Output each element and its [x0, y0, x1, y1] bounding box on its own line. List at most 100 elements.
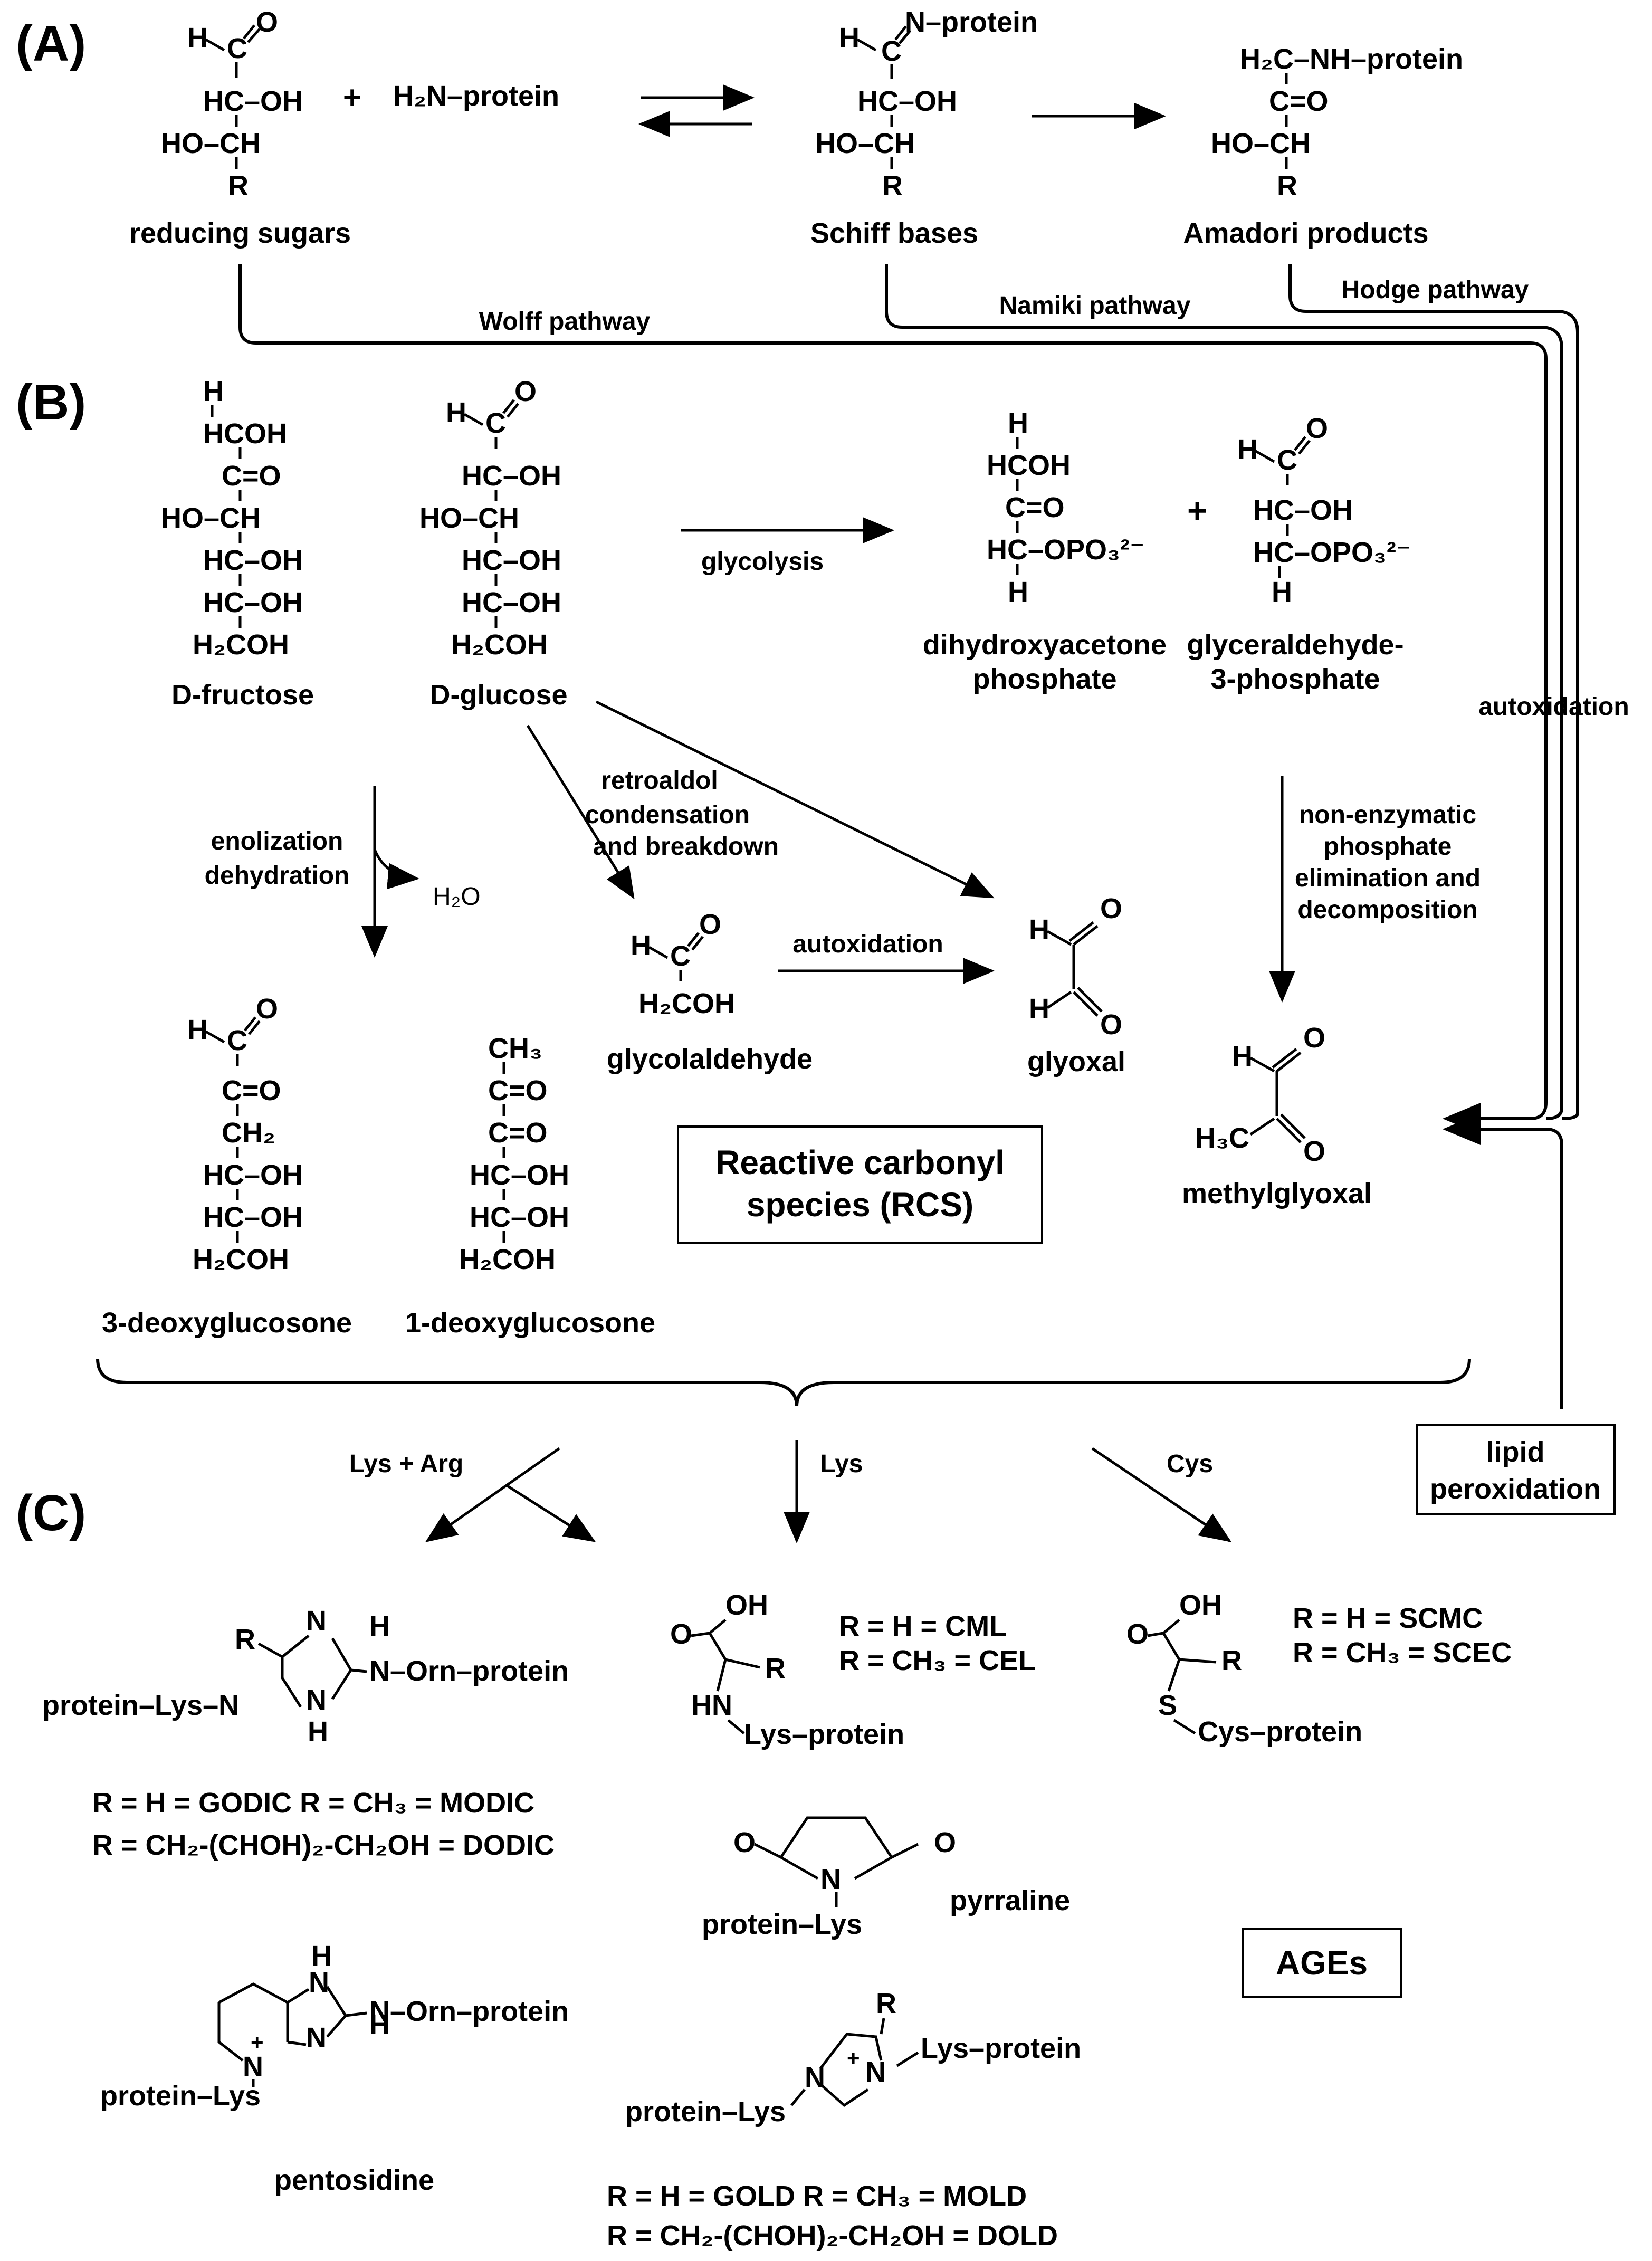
svg-text:HC–OPO₃²⁻: HC–OPO₃²⁻	[1253, 537, 1411, 568]
lys-arg-arrow-left	[425, 1447, 560, 1542]
d-glucose-label: D-glucose	[429, 679, 567, 711]
godic-definitions: R = H = GODIC R = CH₃ = MODIC R = CH₂-(C…	[92, 1787, 555, 1861]
svg-text:OH: OH	[1179, 1589, 1222, 1621]
svg-text:C=O: C=O	[1269, 85, 1329, 117]
retroaldol-label: retroaldol condensation and breakdown	[585, 767, 779, 861]
gold-definitions: R = H = GOLD R = CH₃ = MOLD R = CH₂-(CHO…	[607, 2180, 1058, 2252]
rcs-curly-brace	[96, 1358, 1471, 1407]
cml-structure: OH O R HN Lys–protein	[670, 1589, 904, 1750]
svg-text:protein–Lys–N: protein–Lys–N	[42, 1690, 239, 1721]
svg-text:O: O	[514, 376, 537, 407]
svg-text:R: R	[1221, 1645, 1242, 1676]
svg-text:N: N	[820, 1864, 841, 1895]
svg-text:H: H	[1029, 914, 1049, 946]
svg-text:N: N	[865, 2056, 886, 2088]
svg-text:phosphate: phosphate	[1324, 833, 1452, 861]
svg-text:C: C	[227, 1025, 247, 1056]
lys-arg-label: Lys + Arg	[349, 1450, 464, 1478]
schiff-base-structure: H C N–protein HC–OH HO–CH R	[815, 6, 1038, 202]
water-loss-arrow	[373, 849, 419, 890]
g3p-label-1: glyceraldehyde-	[1187, 629, 1403, 661]
svg-text:HC–OH: HC–OH	[203, 1201, 303, 1233]
svg-text:H₂COH: H₂COH	[638, 988, 735, 1019]
svg-text:+: +	[251, 2030, 264, 2055]
svg-text:HC–OH: HC–OH	[462, 460, 561, 492]
svg-text:protein–Lys: protein–Lys	[100, 2080, 261, 2112]
water-label: H₂O	[433, 883, 481, 911]
svg-text:R = CH₂-(CHOH)₂-CH₂OH = DODIC: R = CH₂-(CHOH)₂-CH₂OH = DODIC	[92, 1829, 555, 1861]
svg-text:H: H	[369, 2009, 390, 2040]
rcs-box	[677, 1125, 1043, 1244]
svg-text:C: C	[670, 940, 691, 972]
svg-text:O: O	[733, 1827, 756, 1858]
svg-text:HC–OH: HC–OH	[857, 85, 957, 117]
svg-text:H: H	[446, 397, 466, 428]
section-c-label: (C)	[16, 1485, 86, 1541]
svg-text:O: O	[1100, 893, 1122, 924]
svg-text:O: O	[1126, 1618, 1149, 1650]
3-deoxyglucosone-label: 3-deoxyglucosone	[102, 1307, 352, 1339]
svg-text:H: H	[839, 22, 860, 54]
lipid-peroxidation-arrow	[1443, 1113, 1563, 1409]
svg-text:HO–CH: HO–CH	[161, 502, 261, 534]
cml-definitions: R = H = CML R = CH₃ = CEL	[839, 1610, 1036, 1676]
plus-sign: +	[343, 80, 361, 115]
cys-arrow	[1091, 1447, 1232, 1542]
svg-text:Lys–protein: Lys–protein	[921, 2033, 1081, 2064]
section-a-label: (A)	[16, 15, 86, 72]
svg-text:HC–OPO₃²⁻: HC–OPO₃²⁻	[987, 534, 1145, 566]
glycolaldehyde-structure: H C O H₂COH	[631, 909, 735, 1019]
svg-text:H₂C–NH–protein: H₂C–NH–protein	[1240, 43, 1463, 75]
svg-text:R = H = CML: R = H = CML	[839, 1610, 1007, 1642]
svg-text:Lys–protein: Lys–protein	[744, 1719, 904, 1750]
svg-text:H: H	[311, 1940, 332, 1972]
svg-text:C: C	[881, 35, 902, 67]
scmc-definitions: R = H = SCMC R = CH₃ = SCEC	[1293, 1602, 1512, 1668]
d-fructose-label: D-fructose	[171, 679, 314, 711]
methylglyoxal-label: methylglyoxal	[1182, 1178, 1372, 1209]
pentosidine-structure: H N N H N–Orn–protein + N protein–Lys	[100, 1940, 569, 2112]
svg-text:HC–OH: HC–OH	[203, 545, 303, 576]
schiff-bases-label: Schiff bases	[810, 217, 978, 249]
svg-text:N: N	[306, 2022, 327, 2054]
lys-arg-arrow-right	[505, 1484, 596, 1542]
svg-text:and breakdown: and breakdown	[593, 833, 779, 861]
svg-text:R = H = GOLD R = CH₃ = M: R = H = GOLD R = CH₃ = MOLD	[607, 2180, 1027, 2212]
svg-text:O: O	[256, 993, 278, 1025]
svg-text:H₂COH: H₂COH	[193, 629, 289, 661]
autoxidation-label: autoxidation	[1478, 693, 1629, 721]
svg-text:R: R	[765, 1653, 786, 1684]
svg-text:O: O	[934, 1827, 956, 1858]
svg-text:N–Orn–protein: N–Orn–protein	[369, 1655, 569, 1687]
reducing-sugar-structure: H C O HC–OH HO–CH R	[161, 6, 303, 202]
svg-text:H: H	[1237, 434, 1258, 465]
svg-text:N: N	[309, 1967, 329, 1998]
nonenzymatic-label: non-enzymatic phosphate elimination and …	[1295, 801, 1481, 924]
svg-text:Cys–protein: Cys–protein	[1198, 1716, 1362, 1748]
namiki-pathway-line	[885, 264, 1563, 1120]
svg-text:HN: HN	[691, 1690, 732, 1721]
glycolaldehyde-label: glycolaldehyde	[607, 1043, 813, 1075]
svg-text:O: O	[1100, 1009, 1122, 1041]
1-deoxyglucosone-structure: CH₃ C=O C=O HC–OH HC–OH H₂COH	[459, 1033, 569, 1275]
svg-text:H: H	[1232, 1041, 1253, 1072]
dhap-label-2: phosphate	[972, 663, 1116, 695]
svg-text:HC–OH: HC–OH	[462, 587, 561, 618]
glycolysis-label: glycolysis	[701, 548, 824, 576]
svg-text:elimination and: elimination and	[1295, 864, 1481, 892]
svg-text:R = CH₂-(CHOH)₂-CH₂OH = DOLD: R = CH₂-(CHOH)₂-CH₂OH = DOLD	[607, 2220, 1058, 2252]
svg-text:O: O	[256, 6, 278, 38]
svg-text:C: C	[485, 407, 506, 439]
lys-label: Lys	[820, 1450, 863, 1478]
hodge-pathway-line	[1288, 264, 1579, 1120]
svg-text:R = CH₃ = CEL: R = CH₃ = CEL	[839, 1645, 1036, 1676]
svg-text:R = CH₃ = SCEC: R = CH₃ = SCEC	[1293, 1637, 1512, 1668]
svg-text:O: O	[1303, 1022, 1325, 1054]
svg-text:O: O	[699, 909, 721, 940]
amadori-products-label: Amadori products	[1183, 217, 1428, 249]
lipid-label-2: peroxidation	[1430, 1473, 1601, 1505]
svg-text:condensation: condensation	[585, 801, 750, 829]
svg-text:H: H	[308, 1716, 328, 1748]
